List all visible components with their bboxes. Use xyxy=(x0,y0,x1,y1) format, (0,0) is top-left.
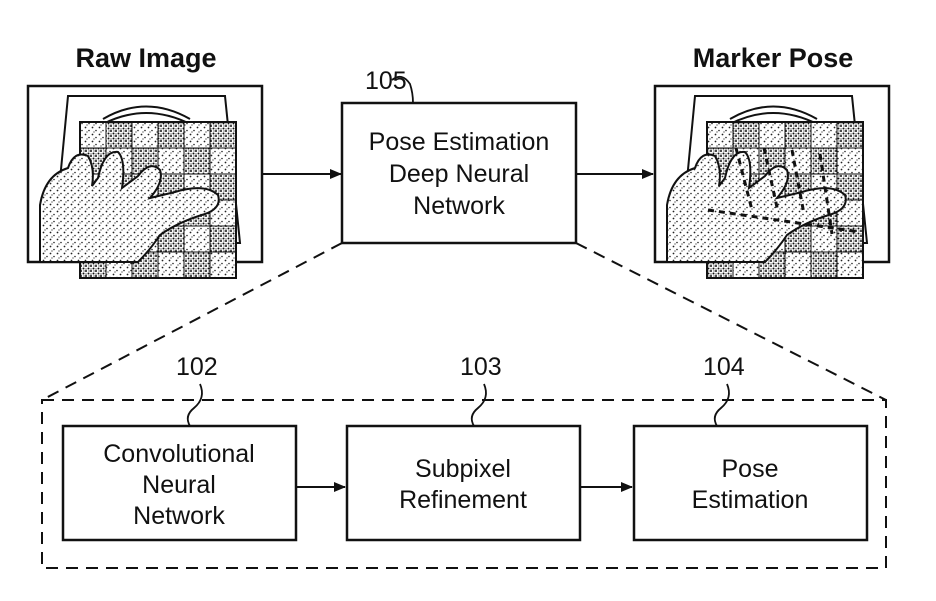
cnn-ref-leader xyxy=(186,383,203,427)
checker-cell xyxy=(209,121,237,149)
network-ref-leader xyxy=(391,75,414,104)
checker-cell xyxy=(183,225,211,253)
network-block: Pose Estimation Deep Neural Network xyxy=(340,101,578,245)
subpixel-ref-leader xyxy=(470,383,487,427)
checker-cell xyxy=(209,251,237,279)
cnn-ref-number: 102 xyxy=(176,353,218,381)
checker-cell xyxy=(183,121,211,149)
checker-cell xyxy=(183,251,211,279)
checker-cell xyxy=(810,121,838,149)
pose-estimation-block: Pose Estimation xyxy=(632,424,869,542)
checker-cell xyxy=(157,147,185,175)
checker-cell xyxy=(758,121,786,149)
checker-cell xyxy=(209,147,237,175)
pose-label-line-1: Pose xyxy=(722,455,779,483)
checker-cell xyxy=(183,147,211,175)
subpixel-label-line-2: Refinement xyxy=(399,486,527,514)
hand-icon-posed xyxy=(666,150,847,263)
checker-cell xyxy=(209,225,237,253)
network-detail-container xyxy=(41,399,887,569)
checker-cell xyxy=(131,121,159,149)
subpixel-label-line-1: Subpixel xyxy=(415,455,511,483)
checker-cell xyxy=(784,251,812,279)
checker-cell xyxy=(79,121,107,149)
hand-icon xyxy=(39,150,220,263)
checker-cell xyxy=(810,251,838,279)
cnn-label-line-2: Neural xyxy=(142,471,216,499)
checker-cell xyxy=(784,121,812,149)
checker-cell xyxy=(157,251,185,279)
pose-ref-number: 104 xyxy=(703,353,745,381)
network-label-line-1: Pose Estimation xyxy=(369,128,550,156)
network-label-line-3: Network xyxy=(413,192,505,220)
cnn-label-line-1: Convolutional xyxy=(103,440,255,468)
checker-cell xyxy=(732,121,760,149)
network-label-line-2: Deep Neural xyxy=(389,160,529,188)
subpixel-ref-number: 103 xyxy=(460,353,502,381)
expansion-line-left xyxy=(41,242,343,401)
checker-cell xyxy=(836,147,864,175)
checker-cell xyxy=(836,121,864,149)
pose-label-line-2: Estimation xyxy=(692,486,809,514)
marker-pose-panel xyxy=(653,84,891,279)
subpixel-block: Subpixel Refinement xyxy=(345,424,582,542)
checker-cell xyxy=(157,121,185,149)
checker-cell xyxy=(105,121,133,149)
checker-cell xyxy=(810,225,838,253)
cnn-block: Convolutional Neural Network xyxy=(61,424,298,542)
checker-cell xyxy=(706,121,734,149)
checker-cell xyxy=(836,251,864,279)
network-ref-number: 105 xyxy=(365,67,407,95)
checker-cell xyxy=(784,147,812,175)
checker-cell xyxy=(810,147,838,175)
pose-overlay-dashes xyxy=(707,147,861,235)
raw-image-title: Raw Image xyxy=(75,43,216,73)
raw-image-panel xyxy=(26,84,264,279)
expansion-line-right xyxy=(575,242,887,401)
cnn-label-line-3: Network xyxy=(133,502,225,530)
marker-pose-title: Marker Pose xyxy=(693,43,854,73)
pose-ref-leader xyxy=(713,383,730,427)
